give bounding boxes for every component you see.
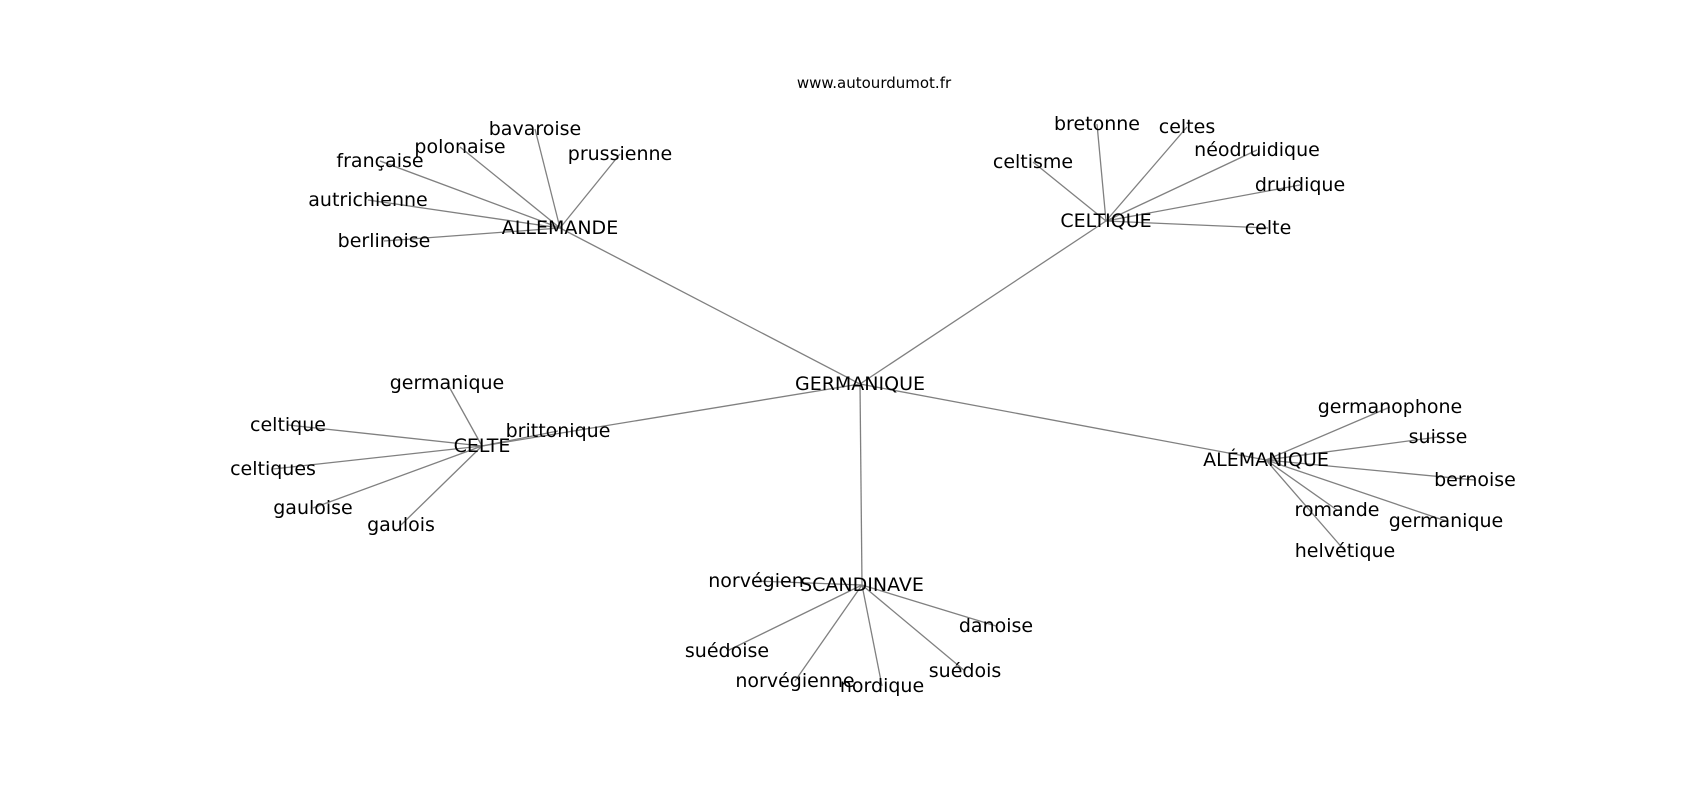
edge-celtique-neodruidique — [1105, 149, 1258, 222]
leaf-node-allemande-francaise[interactable]: française — [336, 150, 423, 172]
edge-alemanique-helvetique — [1265, 459, 1346, 552]
edge-celte-gauloise — [312, 445, 483, 509]
leaf-node-allemande-bavaroise[interactable]: bavaroise — [489, 118, 581, 140]
edge-center-celte — [481, 383, 861, 447]
edge-scandinave-suedois — [861, 584, 966, 672]
leaf-node-alemanique-suisse[interactable]: suisse — [1409, 426, 1468, 448]
edge-celtique-celtes — [1105, 126, 1188, 222]
leaf-node-celte-celtiques[interactable]: celtiques — [230, 458, 316, 480]
leaf-node-celtique-neodruidique[interactable]: néodruidique — [1194, 139, 1320, 161]
watermark: www.autourdumot.fr — [797, 74, 952, 92]
leaf-node-celte-germanique[interactable]: germanique — [390, 372, 505, 394]
hub-node-celtique[interactable]: CELTIQUE — [1060, 210, 1151, 232]
edge-scandinave-norvegienne — [794, 584, 863, 682]
edge-alemanique-germanophone — [1265, 406, 1391, 461]
edge-alemanique-suisse — [1265, 436, 1439, 461]
leaf-node-alemanique-germanique[interactable]: germanique — [1389, 510, 1504, 532]
leaf-node-scandinave-suedois[interactable]: suédois — [929, 660, 1002, 682]
leaf-node-scandinave-danoise[interactable]: danoise — [959, 615, 1033, 637]
edge-scandinave-suedoise — [726, 584, 863, 652]
hub-node-alemanique[interactable]: ALÉMANIQUE — [1203, 448, 1329, 471]
leaf-node-celte-gauloise[interactable]: gauloise — [273, 497, 353, 519]
leaf-node-celtique-celtisme[interactable]: celtisme — [993, 151, 1073, 173]
leaf-node-alemanique-bernoise[interactable]: bernoise — [1434, 469, 1516, 491]
edge-celte-brittonique — [481, 430, 559, 447]
leaf-node-allemande-autrichienne[interactable]: autrichienne — [308, 189, 427, 211]
leaf-node-alemanique-germanophone[interactable]: germanophone — [1318, 396, 1463, 418]
graph-edges — [272, 123, 1476, 687]
edge-celte-celtiques — [272, 445, 483, 470]
edge-allemande-berlinoise — [383, 227, 561, 242]
edge-allemande-bavaroise — [534, 128, 561, 229]
edge-alemanique-romande — [1265, 459, 1338, 511]
hub-node-celte[interactable]: CELTE — [454, 435, 511, 457]
edge-celtique-druidique — [1105, 184, 1301, 222]
edge-allemande-francaise — [379, 160, 561, 229]
leaf-node-allemande-berlinoise[interactable]: berlinoise — [338, 230, 431, 252]
edge-allemande-autrichienne — [367, 199, 561, 229]
edge-celtique-celtisme — [1032, 161, 1107, 222]
leaf-node-scandinave-suedoise[interactable]: suédoise — [685, 640, 769, 662]
edge-allemande-polonaise — [459, 146, 561, 229]
leaf-node-celtique-bretonne[interactable]: bretonne — [1054, 113, 1140, 135]
edge-scandinave-nordique — [861, 584, 883, 687]
edge-center-alemanique — [859, 383, 1267, 461]
leaf-node-celte-brittonique[interactable]: brittonique — [506, 420, 611, 442]
edge-alemanique-germanique — [1265, 459, 1447, 522]
edge-scandinave-danoise — [861, 584, 997, 627]
edge-celte-celtique — [287, 424, 483, 447]
leaf-node-alemanique-helvetique[interactable]: helvétique — [1295, 540, 1395, 562]
edge-center-allemande — [559, 227, 861, 385]
edge-celte-gaulois — [400, 445, 483, 526]
leaf-node-celtique-celtes[interactable]: celtes — [1159, 116, 1215, 138]
edge-alemanique-bernoise — [1265, 459, 1476, 481]
hub-node-allemande[interactable]: ALLEMANDE — [502, 217, 618, 239]
leaf-node-allemande-prussienne[interactable]: prussienne — [568, 143, 672, 165]
leaf-node-allemande-polonaise[interactable]: polonaise — [414, 136, 505, 158]
leaf-node-alemanique-romande[interactable]: romande — [1295, 499, 1380, 521]
edge-celtique-celte — [1105, 220, 1269, 229]
leaf-node-scandinave-norvegienne[interactable]: norvégienne — [735, 670, 854, 692]
leaf-node-scandinave-nordique[interactable]: nordique — [840, 675, 924, 697]
leaf-node-celtique-druidique[interactable]: druidique — [1255, 174, 1345, 196]
leaf-node-celte-gaulois[interactable]: gaulois — [367, 514, 435, 536]
leaf-node-scandinave-norvegien[interactable]: norvégien — [708, 570, 803, 592]
edge-center-scandinave — [859, 383, 863, 586]
center-node-label[interactable]: GERMANIQUE — [795, 373, 925, 395]
edge-allemande-prussienne — [559, 153, 621, 229]
edge-center-celtique — [859, 220, 1107, 385]
leaf-node-celtique-celte[interactable]: celte — [1245, 217, 1292, 239]
hub-node-scandinave[interactable]: SCANDINAVE — [800, 574, 924, 596]
leaf-node-celte-celtique[interactable]: celtique — [250, 414, 326, 436]
edge-scandinave-norvegien — [755, 580, 863, 586]
edge-celtique-bretonne — [1096, 123, 1107, 222]
edge-celte-germanique — [446, 382, 483, 447]
